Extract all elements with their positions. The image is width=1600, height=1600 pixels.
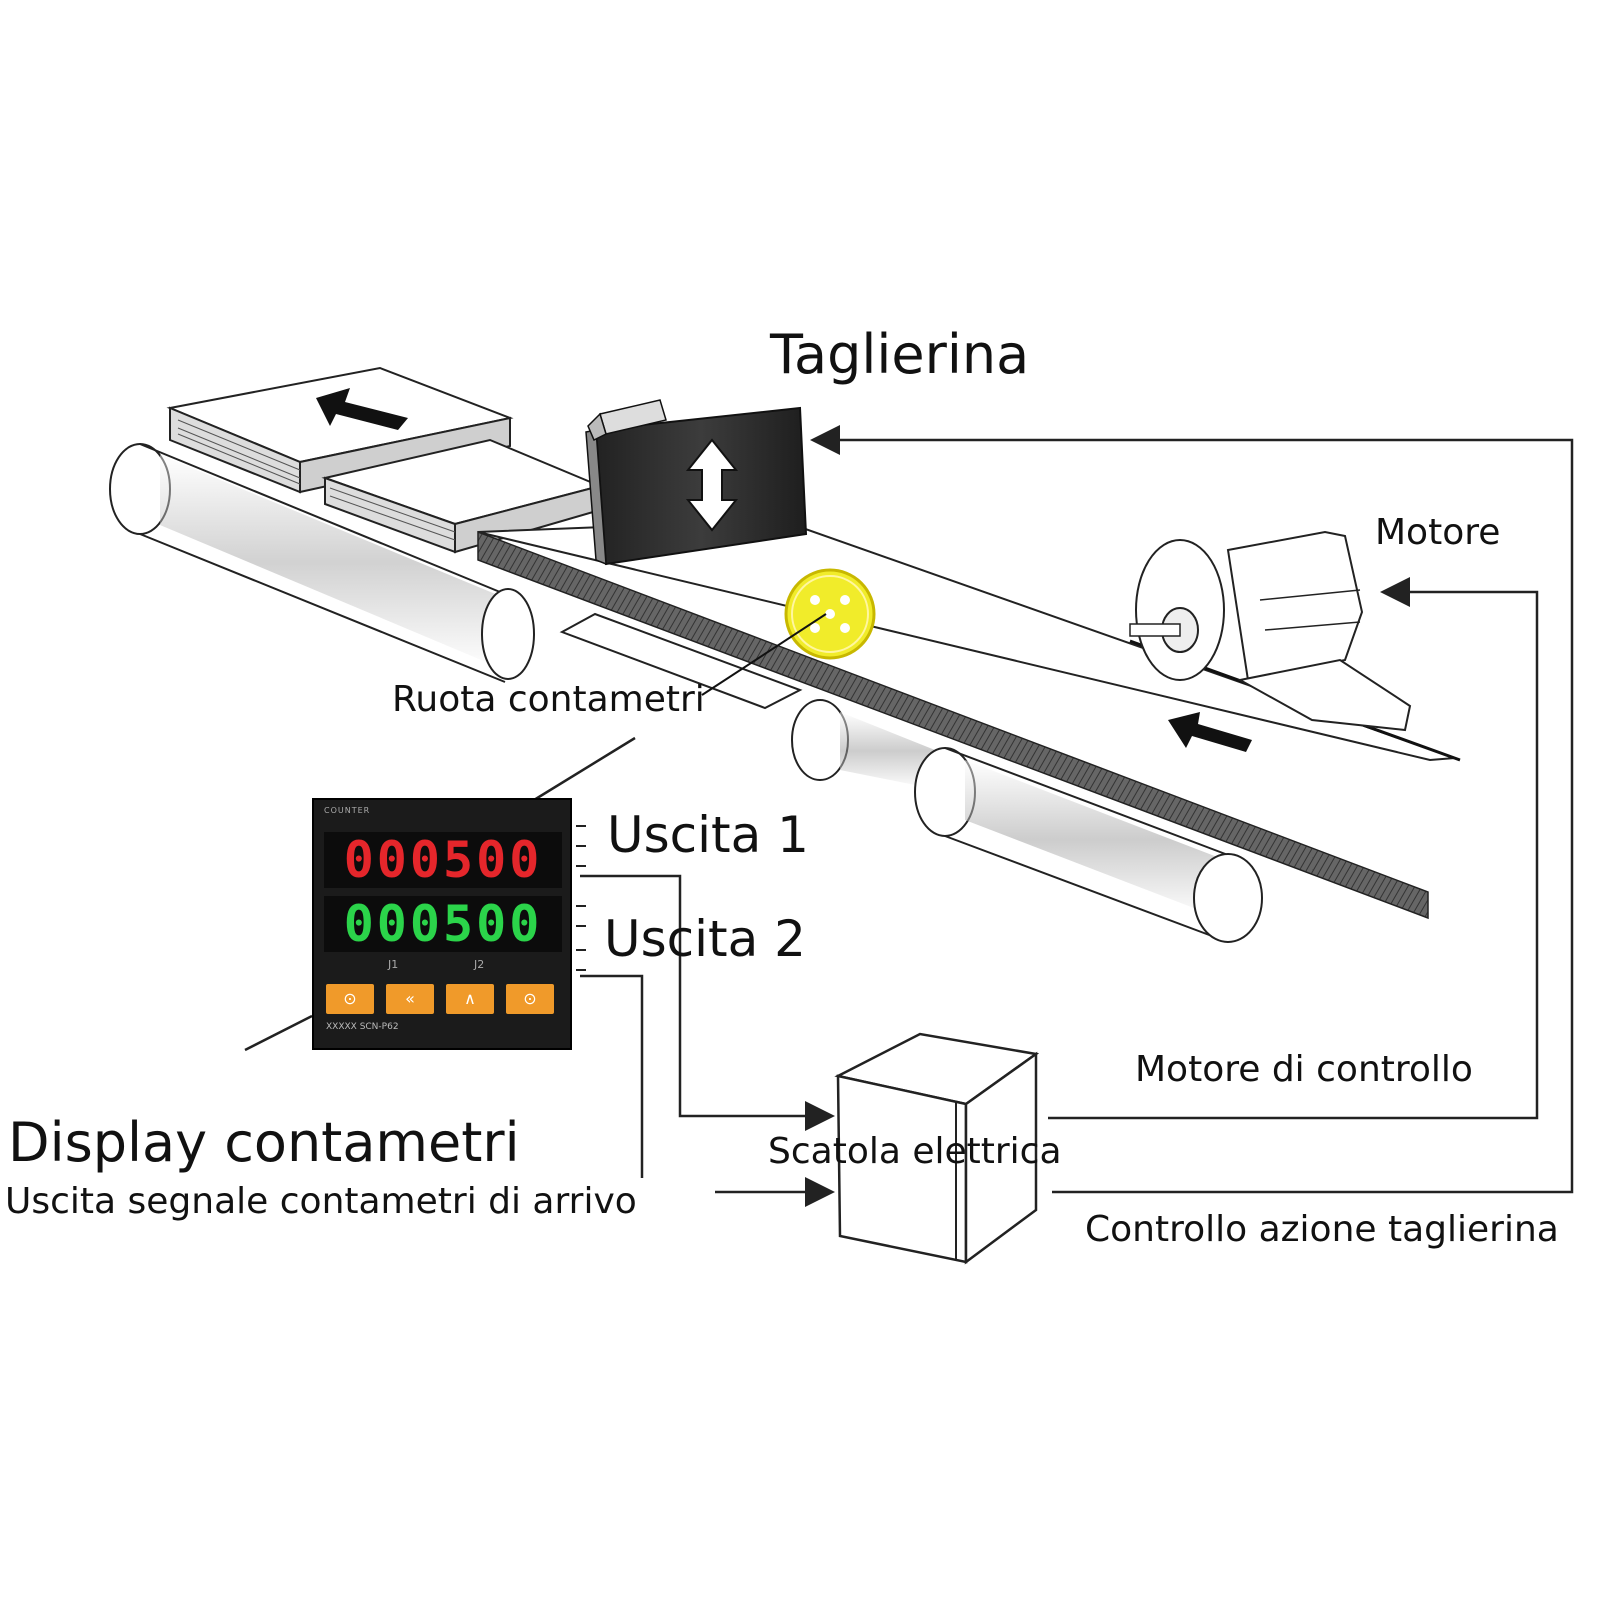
direction-arrow-icon — [316, 388, 408, 430]
meter-wheel-pointer — [701, 613, 827, 696]
counter-red-display: 000500 — [324, 832, 562, 888]
label-output-1: Uscita 1 — [607, 806, 809, 864]
counter-button-2[interactable]: « — [386, 984, 434, 1014]
label-cutter-control: Controllo azione taglierina — [1085, 1209, 1559, 1250]
left-conveyor — [109, 443, 535, 683]
counter-green-display: 000500 — [324, 896, 562, 952]
label-motor: Motore — [1375, 512, 1501, 553]
label-cutter: Taglierina — [770, 323, 1030, 386]
indicator-j1: J1 — [388, 958, 399, 971]
label-signal-output: Uscita segnale contametri di arrivo — [5, 1181, 637, 1222]
label-output-2: Uscita 2 — [604, 910, 806, 968]
label-meter-wheel: Ruota contametri — [392, 679, 705, 720]
lower-rollers — [791, 699, 1263, 943]
label-control-motor: Motore di controllo — [1135, 1049, 1473, 1090]
motor — [1129, 530, 1461, 762]
label-counter-display: Display contametri — [8, 1111, 520, 1174]
base-plate — [559, 612, 803, 710]
main-belt — [477, 518, 1456, 920]
up-down-arrow-icon — [685, 438, 739, 532]
cutter — [585, 399, 808, 566]
label-electrical-box: Scatola elettrica — [768, 1131, 1062, 1172]
wiring — [244, 425, 1574, 1207]
counter-button-4[interactable]: ⊙ — [506, 984, 554, 1014]
counter-button-3[interactable]: ∧ — [446, 984, 494, 1014]
counter-model-label: XXXXX SCN-P62 — [326, 1022, 399, 1032]
counter-brand-label: COUNTER — [324, 806, 371, 815]
counter-display-device: COUNTER 000500 000500 J1 J2 ⊙ « ∧ ⊙ XXXX… — [312, 798, 572, 1050]
indicator-j2: J2 — [474, 958, 485, 971]
electrical-box — [834, 1032, 1040, 1265]
meter-wheel — [784, 568, 876, 660]
counter-button-1[interactable]: ⊙ — [326, 984, 374, 1014]
belt-direction-arrow-icon — [1168, 712, 1252, 752]
